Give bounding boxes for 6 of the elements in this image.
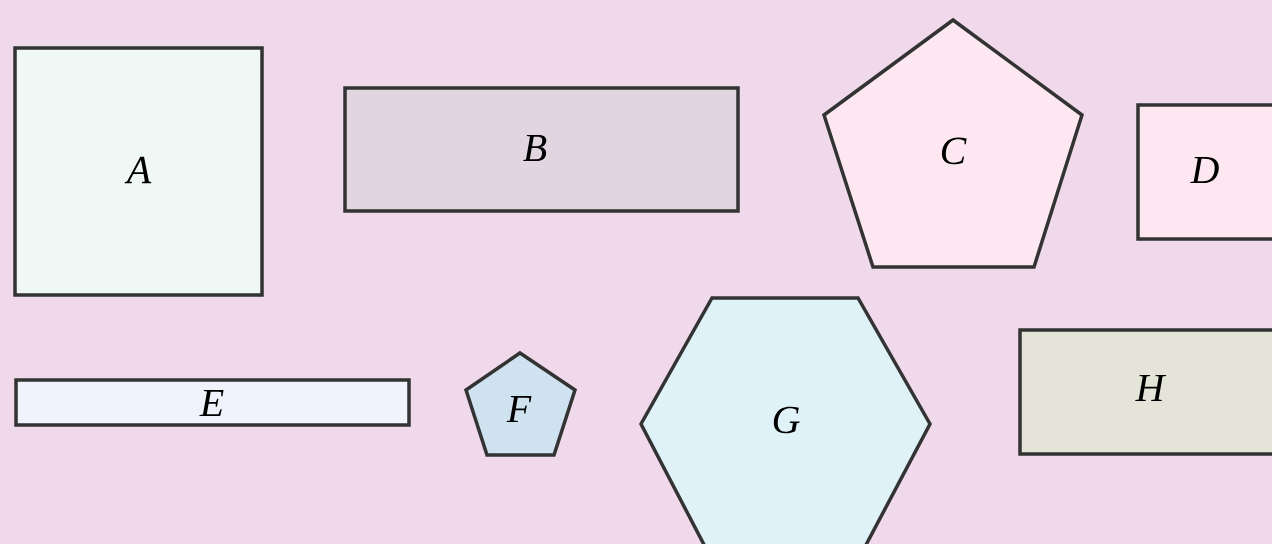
square: D bbox=[1136, 103, 1272, 241]
square: A bbox=[13, 46, 264, 297]
hexagon: G bbox=[639, 296, 932, 544]
rectangle: E bbox=[14, 378, 411, 427]
rectangle: H bbox=[1018, 328, 1272, 456]
rectangle: B bbox=[343, 86, 740, 213]
